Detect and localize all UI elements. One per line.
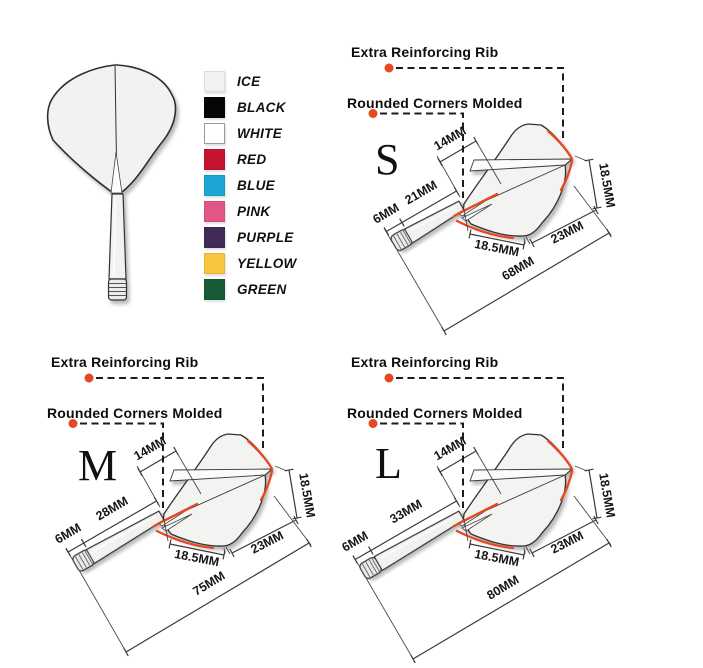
dart-shaft-s bbox=[390, 200, 465, 251]
extra-reinforcing-rib-label: Extra Reinforcing Rib bbox=[51, 354, 198, 370]
flight-height-dim: 18.5MM bbox=[596, 472, 618, 519]
color-swatch bbox=[204, 149, 225, 170]
flight-bottom-front-dim: 18.5MM bbox=[473, 547, 520, 569]
diagram-size-s: Extra Reinforcing Rib Rounded Corners Mo… bbox=[335, 28, 703, 365]
flight-angled-view bbox=[157, 433, 273, 547]
flight-bottom-rear-dim: 23MM bbox=[549, 218, 586, 246]
flight-outline bbox=[46, 64, 177, 196]
color-swatch bbox=[204, 253, 225, 274]
legend-item-purple: PURPLE bbox=[204, 227, 297, 248]
shaft-front bbox=[108, 193, 127, 280]
legend-item-green: GREEN bbox=[204, 279, 297, 300]
size-letter-m: M bbox=[78, 441, 117, 490]
legend-item-yellow: YELLOW bbox=[204, 253, 297, 274]
color-swatch bbox=[204, 227, 225, 248]
extra-reinforcing-rib-label: Extra Reinforcing Rib bbox=[351, 354, 498, 370]
size-letter-l: L bbox=[375, 439, 402, 488]
legend-item-black: BLACK bbox=[204, 97, 297, 118]
diagram-size-l: Extra Reinforcing Rib Rounded Corners Mo… bbox=[335, 338, 703, 668]
total-length-dim: 75MM bbox=[190, 569, 227, 599]
dart-shaft-m bbox=[72, 510, 165, 572]
flight-height-dim: 18.5MM bbox=[596, 162, 618, 209]
flight-slot bbox=[110, 151, 123, 194]
legend-label: BLACK bbox=[237, 100, 286, 115]
shaft-dimension-lines bbox=[65, 496, 312, 657]
legend-label: RED bbox=[237, 152, 267, 167]
legend-label: YELLOW bbox=[237, 256, 297, 271]
color-swatch bbox=[204, 123, 225, 144]
flight-bottom-rear-dim: 23MM bbox=[249, 528, 286, 556]
legend-item-ice: ICE bbox=[204, 71, 297, 92]
thread-length-dim: 6MM bbox=[52, 521, 83, 547]
rounded-corners-molded-label: Rounded Corners Molded bbox=[347, 95, 523, 111]
thread-length-dim: 6MM bbox=[339, 529, 370, 555]
legend-item-pink: PINK bbox=[204, 201, 297, 222]
diagram-size-m: Extra Reinforcing Rib Rounded Corners Mo… bbox=[35, 338, 403, 668]
extra-reinforcing-rib-label: Extra Reinforcing Rib bbox=[351, 44, 498, 60]
legend-label: PINK bbox=[237, 204, 271, 219]
color-swatch bbox=[204, 97, 225, 118]
flight-bottom-rear-dim: 23MM bbox=[549, 528, 586, 556]
legend-label: ICE bbox=[237, 74, 261, 89]
legend-item-blue: BLUE bbox=[204, 175, 297, 196]
dart-shaft-l bbox=[359, 510, 465, 579]
flight-angled-view bbox=[457, 123, 573, 237]
shaft-length-dim: 33MM bbox=[387, 497, 424, 526]
thread-length-dim: 6MM bbox=[370, 201, 401, 227]
legend-item-white: WHITE bbox=[204, 123, 297, 144]
color-swatch bbox=[204, 175, 225, 196]
color-swatch bbox=[204, 71, 225, 92]
legend-label: PURPLE bbox=[237, 230, 294, 245]
flight-front-view bbox=[46, 64, 177, 301]
rounded-corners-molded-label: Rounded Corners Molded bbox=[47, 405, 223, 421]
flight-angled-view bbox=[457, 433, 573, 547]
color-swatch bbox=[204, 201, 225, 222]
thread-front bbox=[107, 278, 128, 301]
flight-height-dim: 18.5MM bbox=[296, 472, 318, 519]
color-swatch bbox=[204, 279, 225, 300]
legend-label: GREEN bbox=[237, 282, 287, 297]
shaft-length-dim: 21MM bbox=[402, 178, 439, 207]
shaft-dimension-lines bbox=[383, 186, 612, 336]
color-legend: ICE BLACK WHITE RED BLUE PINK PURPLE YE bbox=[204, 71, 297, 300]
flight-bottom-front-dim: 18.5MM bbox=[173, 547, 220, 569]
flight-bottom-front-dim: 18.5MM bbox=[473, 237, 520, 259]
legend-label: WHITE bbox=[237, 126, 282, 141]
legend-item-red: RED bbox=[204, 149, 297, 170]
rounded-corners-molded-label: Rounded Corners Molded bbox=[347, 405, 523, 421]
size-letter-s: S bbox=[375, 135, 399, 184]
legend-label: BLUE bbox=[237, 178, 275, 193]
flight-front-view-panel bbox=[38, 52, 193, 319]
shaft-dimension-lines bbox=[352, 496, 612, 664]
